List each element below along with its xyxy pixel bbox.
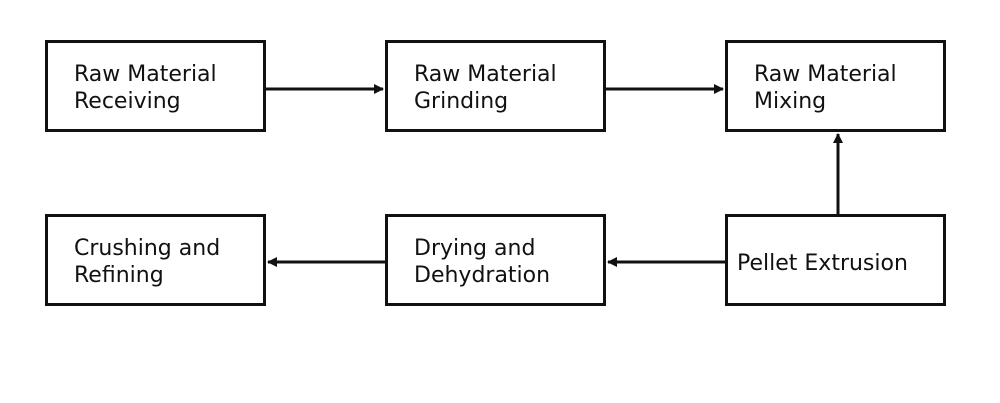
step-raw-material-mixing: Raw Material Mixing <box>725 40 946 132</box>
step-raw-material-receiving: Raw Material Receiving <box>45 40 266 132</box>
step-label: Pellet Extrusion <box>737 251 908 276</box>
step-label: Raw Material Grinding <box>414 62 557 114</box>
step-pellet-extrusion: Pellet Extrusion <box>725 214 946 306</box>
step-label: Raw Material Mixing <box>754 62 897 114</box>
step-label: Drying and Dehydration <box>414 236 551 288</box>
step-raw-material-grinding: Raw Material Grinding <box>385 40 606 132</box>
step-crushing-and-refining: Crushing and Refining <box>45 214 266 306</box>
step-drying-and-dehydration: Drying and Dehydration <box>385 214 606 306</box>
step-label: Crushing and Refining <box>74 236 221 288</box>
step-label: Raw Material Receiving <box>74 62 217 114</box>
